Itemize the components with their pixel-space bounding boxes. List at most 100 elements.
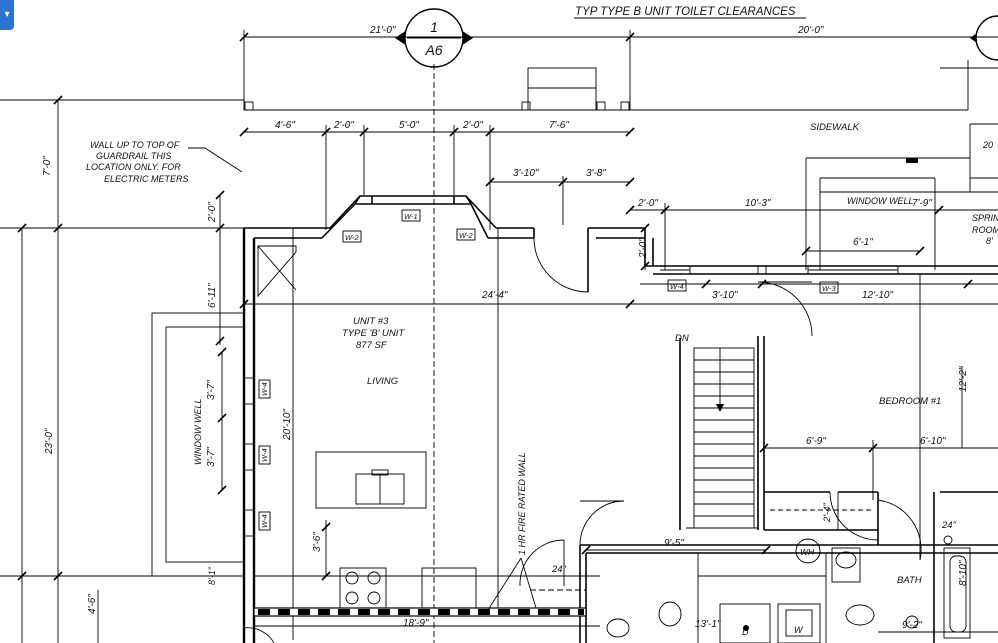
closet-door-swing [829, 491, 879, 541]
dim-2-0-b: 2'-0" [462, 120, 483, 131]
dim-9-2: 9'-2" [902, 620, 922, 631]
toolbar-toggle-button[interactable]: ▾ [0, 0, 14, 30]
section-sheet: A6 [424, 42, 442, 58]
exterior-elements: SIDEWALK WINDOW WELL SPRIN ROOM 8' 20 [244, 60, 998, 270]
section-marker[interactable]: 1 A6 [395, 8, 473, 68]
dim-3-8: 3'-8" [586, 168, 606, 179]
section-circle-partial [975, 15, 998, 61]
stair [686, 347, 758, 529]
dim-21-0: 21'-0" [369, 25, 396, 36]
dim-18-9: 18'-9" [403, 618, 429, 629]
section-number: 1 [430, 19, 438, 35]
bath-door-swing [877, 499, 922, 561]
sidewalk-label: SIDEWALK [810, 122, 860, 133]
dim-7-6: 7'-6" [549, 120, 569, 131]
meter-note: WALL UP TO TOP OF GUARDRAIL THIS LOCATIO… [86, 140, 243, 184]
window-tag-w4-a: W-4 [670, 282, 684, 291]
dim-8-right: 8' [986, 236, 993, 246]
kitchen [254, 451, 600, 609]
dim-23-0: 23'-0" [44, 428, 55, 455]
water-heater [795, 538, 821, 564]
bath-fixtures: WH D W [606, 535, 971, 643]
unit-name: UNIT #3 [353, 316, 389, 327]
dim-6-10: 6'-10" [920, 436, 946, 447]
toggle-icon: ▾ [4, 9, 10, 20]
closet-door-swing-2 [519, 539, 565, 587]
bath-label: BATH [897, 575, 922, 586]
dryer [719, 603, 771, 643]
water-heater-label: WH [800, 547, 815, 557]
fire-rated-wall: 1 HR FIRE RATED WALL [253, 452, 587, 617]
window-tag-w1: W-1 [404, 212, 418, 221]
note-line-3: LOCATION ONLY. FOR [86, 162, 181, 172]
meter-bank [527, 67, 597, 111]
window-tag-w3: W-3 [822, 284, 836, 293]
dim-24-a: 24" [551, 564, 567, 575]
bathtub [943, 547, 971, 639]
washer-label: W [794, 625, 804, 635]
dim-7-0: 7'-0" [42, 156, 53, 176]
fire-wall-leader-2 [520, 557, 537, 609]
dim-24-4: 24'-4" [481, 290, 508, 301]
dim-12-10: 12'-10" [862, 290, 893, 301]
spring-room-label-2: ROOM [972, 225, 998, 235]
dim-4-6-vert: 4'-6" [87, 594, 98, 614]
window-tag-w2-a: W-2 [345, 233, 359, 242]
dim-9-5: 9'-5" [664, 538, 684, 549]
bay-dimension-string: 3'-10" 3'-8" [485, 168, 635, 225]
dim-20-10: 20'-10" [282, 409, 293, 441]
section-marker-right [970, 15, 998, 61]
dim-12-2: 12'-2" [958, 366, 969, 392]
dim-5-0: 5'-0" [399, 120, 419, 131]
dim-4-6: 4'-6" [275, 120, 295, 131]
right-dimension-string: 2'-0" 10'-3" 7'-9" [625, 198, 998, 270]
dim-6-1: 6'-1" [853, 237, 873, 248]
unit-type: TYPE 'B' UNIT [342, 328, 405, 339]
window-well-top-label: WINDOW WELL [847, 196, 914, 206]
window-well-left-label: WINDOW WELL [193, 399, 203, 466]
kitchen-island [315, 451, 427, 509]
note-line-4: ELECTRIC METERS [104, 174, 189, 184]
dim-6-11: 6'-11" [207, 283, 218, 308]
interior-walls [497, 228, 998, 643]
dim-24-b: 24" [941, 520, 957, 531]
unit-label: UNIT #3 TYPE 'B' UNIT 877 SF LIVING BEDR… [342, 316, 941, 586]
window-tag-w2-b: W-2 [459, 231, 473, 240]
dim-2-0-c: 2'-0" [637, 198, 658, 209]
dim-3-10-a: 3'-10" [513, 168, 539, 179]
living-corner-unit [257, 245, 297, 298]
lavatory-icon [845, 604, 875, 626]
dim-20-0: 20'-0" [797, 25, 824, 36]
bottom-dimensions: 18'-9" 24" 9'-5" 13'-1" 6'-9" 6'-10" 2'-… [254, 366, 998, 633]
window-tags: W-1 W-2 W-2 W-3 W-4 W-4 W-4 W-4 [258, 209, 839, 531]
bedroom-label: BEDROOM #1 [879, 396, 941, 407]
drawing-title: TYP TYPE B UNIT TOILET CLEARANCES [575, 6, 796, 18]
dim-2-4: 2'-4" [822, 502, 833, 523]
interior-vertical-dimensions: 2'-0" 6'-11" 3'-7" 3'-7" 20'-10" 3'-6" 8… [206, 190, 650, 640]
spring-room-label-1: SPRIN [972, 213, 998, 223]
exterior-walls [242, 195, 998, 643]
living-room-label: LIVING [367, 376, 398, 387]
dim-2-0-a: 2'-0" [333, 120, 354, 131]
dim-10-3: 10'-3" [745, 198, 771, 209]
dryer-label: D [742, 627, 749, 637]
window-tag-w4-b: W-4 [260, 382, 269, 396]
fire-wall-leader-1 [487, 557, 522, 611]
bottom-door-swing [243, 627, 275, 643]
overall-width-dimension: 24'-4" 3'-10" 12'-10" [239, 279, 998, 309]
fire-wall-label: 1 HR FIRE RATED WALL [517, 452, 527, 555]
dim-2-0-vert-1: 2'-0" [207, 202, 218, 223]
window-tag-w4-c: W-4 [260, 448, 269, 462]
bedroom-door-swing [757, 281, 813, 337]
dim-20-right: 20 [982, 140, 993, 150]
note-line-2: GUARDRAIL THIS [96, 151, 171, 161]
vent-icon [906, 158, 918, 163]
hall-door-swing [579, 500, 625, 546]
dim-7-9: 7'-9" [912, 198, 932, 209]
note-leader [188, 147, 243, 173]
top-dimension-string: 21'-0" 20'-0" [239, 25, 998, 110]
entry-door-swing [533, 237, 589, 293]
range [339, 567, 387, 609]
dim-3-10-b: 3'-10" [712, 290, 738, 301]
